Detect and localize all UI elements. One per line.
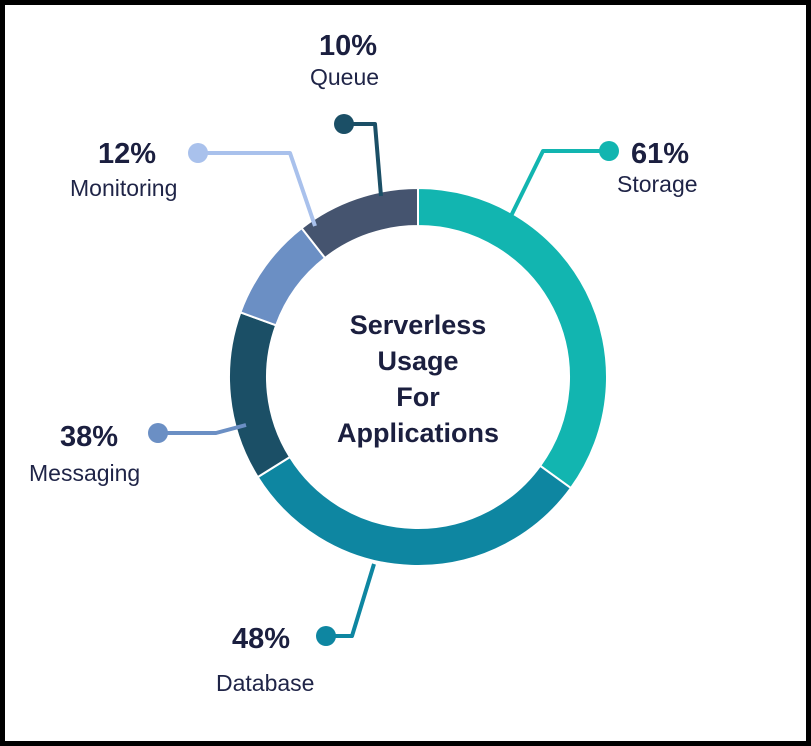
center-title-line-4: Applications — [337, 418, 499, 448]
queue-label: Queue — [310, 64, 379, 90]
slice-messaging — [228, 311, 292, 479]
storage-label: Storage — [617, 171, 698, 197]
messaging-label: Messaging — [29, 460, 140, 486]
marker-dot-storage — [599, 141, 619, 161]
storage-value: 61% — [631, 138, 689, 170]
messaging-value: 38% — [60, 421, 118, 453]
center-title-line-2: Usage — [377, 346, 458, 376]
marker-dot-queue — [334, 114, 354, 134]
leader-line-messaging — [158, 423, 247, 435]
donut-ring — [228, 186, 608, 567]
slice-queue — [300, 186, 419, 260]
leader-line-monitoring — [198, 151, 317, 227]
leader-line-storage — [508, 149, 609, 219]
leader-lines — [148, 114, 619, 646]
database-value: 48% — [232, 623, 290, 655]
queue-value: 10% — [319, 30, 377, 62]
monitoring-label: Monitoring — [70, 175, 177, 201]
marker-dot-messaging — [148, 423, 168, 443]
marker-dot-database — [316, 626, 336, 646]
leader-line-database — [326, 563, 376, 638]
center-title-line-3: For — [396, 382, 440, 412]
database-label: Database — [216, 670, 314, 696]
monitoring-value: 12% — [98, 138, 156, 170]
leader-line-queue — [344, 122, 383, 197]
center-title-line-1: Serverless — [350, 310, 487, 340]
slice-database — [256, 455, 573, 567]
marker-dot-monitoring — [188, 143, 208, 163]
